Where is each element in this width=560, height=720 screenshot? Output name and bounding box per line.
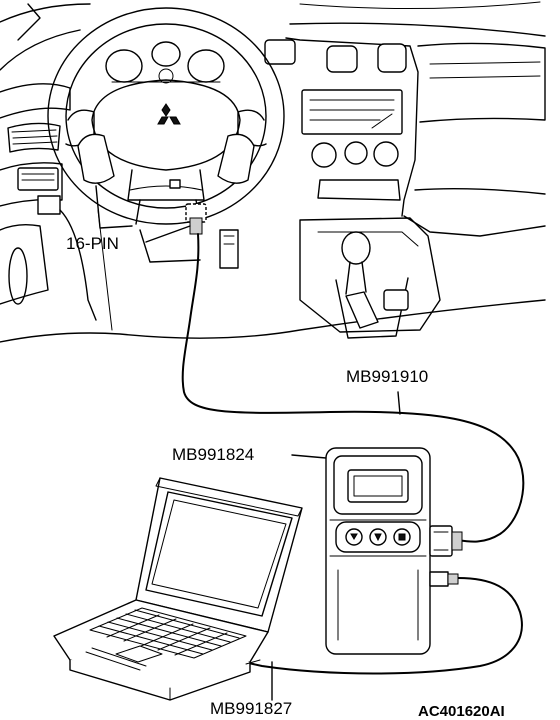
connector-label: 16-PIN	[66, 234, 119, 253]
brand-emblem-icon	[157, 103, 181, 125]
figure-id-label: AC401620AI	[418, 703, 505, 720]
interface-leader-line	[291, 454, 327, 459]
vehicle-interface-device	[325, 447, 463, 655]
steering-wheel	[47, 7, 285, 225]
diagnostic-connector	[185, 203, 207, 235]
interface-label: MB991824	[172, 445, 254, 464]
connector-leader-line	[145, 225, 191, 243]
main-harness-cable	[181, 233, 525, 543]
main-harness-label: MB991910	[346, 367, 428, 386]
harness-leader-line	[397, 391, 401, 415]
dashboard-illustration	[0, 1, 546, 343]
laptop-computer	[53, 477, 303, 701]
usb-cable	[243, 577, 523, 675]
usb-cable-label: MB991827	[210, 699, 292, 718]
